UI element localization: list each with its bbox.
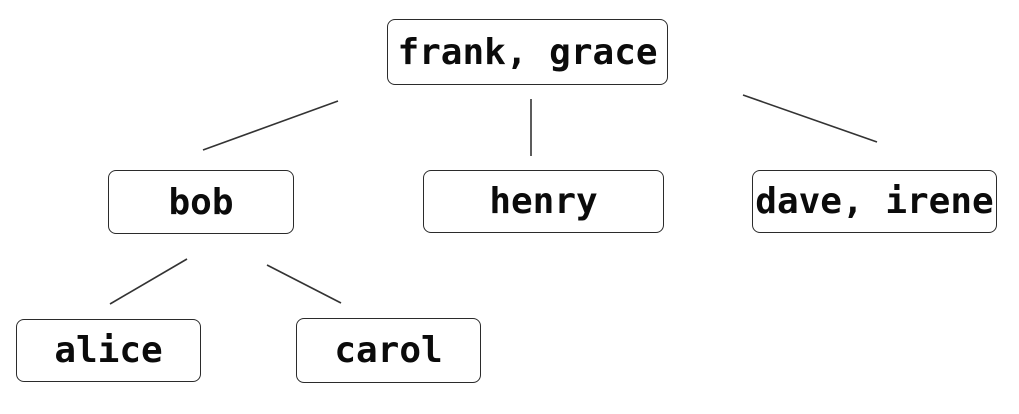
tree-edge-bob-alice (109, 258, 188, 305)
tree-node-frank-grace: frank, grace (387, 19, 668, 85)
tree-edge-frank-grace-bob (202, 100, 339, 151)
tree-node-dave-irene: dave, irene (752, 170, 997, 233)
tree-node-carol: carol (296, 318, 481, 383)
tree-edge-bob-carol (266, 264, 342, 304)
tree-node-alice: alice (16, 319, 201, 382)
tree-node-henry: henry (423, 170, 664, 233)
tree-node-bob: bob (108, 170, 294, 234)
tree-edge-frank-grace-dave-irene (742, 94, 878, 143)
